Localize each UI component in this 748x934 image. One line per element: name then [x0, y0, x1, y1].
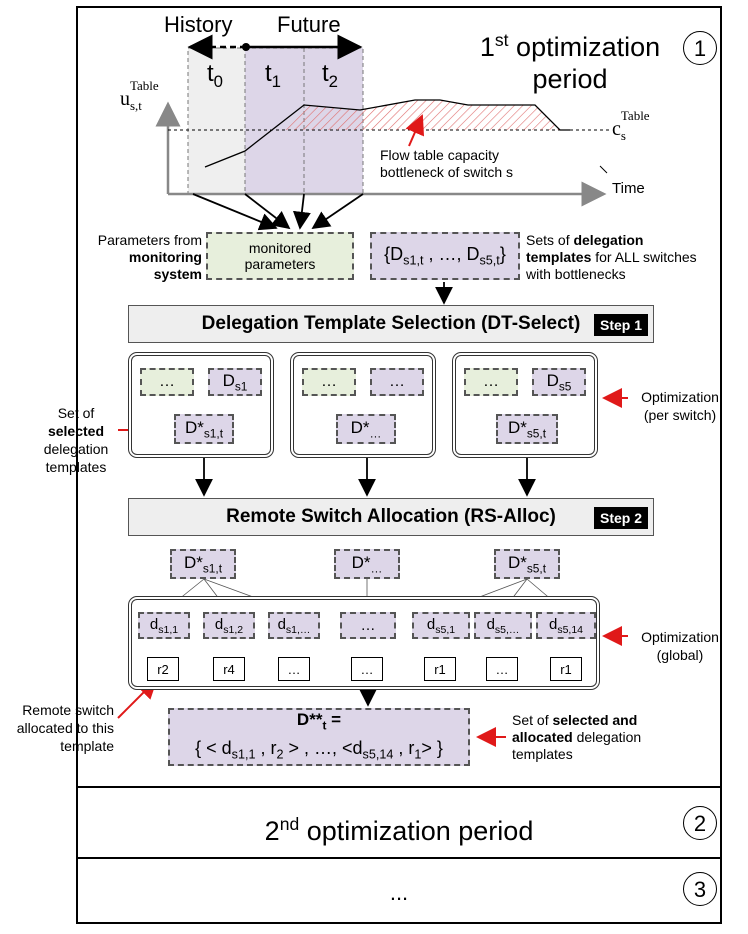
- slot-t0: [187, 47, 246, 195]
- group2-other-input: …: [302, 368, 356, 396]
- group1-other-input: …: [140, 368, 194, 396]
- group3-other-input: …: [464, 368, 518, 396]
- remote-switch-6: …: [486, 657, 518, 681]
- period1-number: 1: [683, 31, 717, 65]
- final-allocation-set: D**t = { < ds1,1 , r2 > , …, <ds5,14 , r…: [168, 708, 470, 766]
- step2-bar: Remote Switch Allocation (RS-Alloc): [128, 498, 654, 536]
- future-label: Future: [277, 12, 341, 37]
- group1-selected-template: D*s1,t: [174, 414, 234, 444]
- final-set-note: Set of selected and allocated delegation…: [512, 712, 642, 762]
- group1-template-input: Ds1: [208, 368, 262, 396]
- group2-template-input: …: [370, 368, 424, 396]
- step1-bar: Delegation Template Selection (DT-Select…: [128, 305, 654, 343]
- remote-switch-2: r4: [213, 657, 245, 681]
- alloc-input-middle: D*…: [334, 549, 400, 579]
- remote-switch-1: r2: [147, 657, 179, 681]
- alloc-input-s1: D*s1,t: [170, 549, 236, 579]
- t2-label: t2: [322, 60, 339, 91]
- history-label: History: [164, 12, 233, 37]
- remote-switch-7: r1: [550, 657, 582, 681]
- remote-switch-note: Remote switch allocated to this template: [16, 702, 114, 754]
- template-s1-2: ds1,2: [203, 612, 255, 639]
- template-s5-more: ds5,…: [474, 612, 532, 639]
- period2-title: 2nd optimization period: [264, 814, 534, 846]
- remote-switch-4: …: [351, 657, 383, 681]
- t0-label: t0: [207, 60, 224, 91]
- template-s1-1: ds1,1: [138, 612, 190, 639]
- group3-template-input: Ds5: [532, 368, 586, 396]
- template-middle: …: [340, 612, 396, 639]
- alloc-input-s5: D*s5,t: [494, 549, 560, 579]
- step2-tag: Step 2: [594, 507, 649, 529]
- selected-templates-note: Set of selected delegation templates: [43, 405, 109, 475]
- x-axis-label: Time: [612, 180, 645, 197]
- template-s5-14: ds5,14: [536, 612, 596, 639]
- period3-ellipsis: ...: [389, 880, 409, 905]
- template-s5-1: ds5,1: [412, 612, 470, 639]
- templates-note: Sets of delegation templates for ALL swi…: [526, 232, 697, 282]
- per-switch-optimization-note: Optimization (per switch): [641, 389, 719, 423]
- period-divider-2: [76, 857, 722, 859]
- delegation-templates-set: {Ds1,t , …, Ds5,t}: [370, 232, 520, 280]
- monitoring-note: Parameters from monitoring system: [97, 232, 202, 282]
- group2-selected-template: D*…: [336, 414, 396, 444]
- remote-switch-5: r1: [424, 657, 456, 681]
- period2-number: 2: [683, 806, 717, 840]
- global-optimization-note: Optimization (global): [641, 629, 719, 663]
- period3-number: 3: [683, 872, 717, 906]
- template-s1-more: ds1,…: [268, 612, 320, 639]
- group3-selected-template: D*s5,t: [496, 414, 558, 444]
- t1-label: t1: [265, 60, 282, 91]
- bottleneck-arrow: [405, 114, 425, 147]
- step1-tag: Step 1: [594, 314, 649, 336]
- outer-frame: [76, 6, 722, 924]
- remote-switch-3: …: [278, 657, 310, 681]
- utilization-curve: [204, 99, 570, 168]
- period-divider-1: [76, 786, 722, 788]
- period1-title: 1st optimization period: [479, 30, 661, 94]
- bottleneck-annotation: Flow table capacity bottleneck of switch…: [380, 147, 514, 180]
